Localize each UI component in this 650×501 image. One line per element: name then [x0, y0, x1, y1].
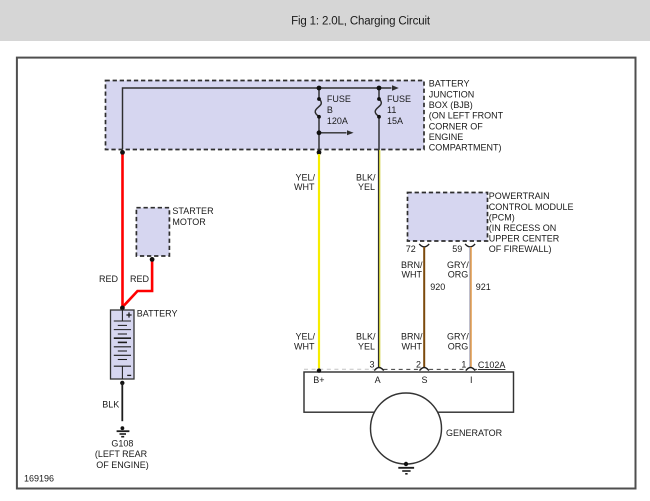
- svg-text:3: 3: [369, 360, 374, 370]
- svg-text:BRN/: BRN/: [401, 332, 423, 342]
- svg-text:YEL/: YEL/: [295, 332, 315, 342]
- svg-text:1: 1: [461, 360, 466, 370]
- svg-text:RED: RED: [130, 274, 150, 284]
- svg-text:GRY/: GRY/: [447, 260, 469, 270]
- svg-text:OF ENGINE): OF ENGINE): [96, 460, 149, 470]
- svg-text:FUSE: FUSE: [327, 94, 351, 104]
- svg-text:I: I: [470, 375, 473, 385]
- svg-text:WHT: WHT: [402, 269, 423, 279]
- svg-text:GENERATOR: GENERATOR: [446, 428, 503, 438]
- svg-text:STARTER: STARTER: [172, 206, 214, 216]
- svg-text:JUNCTION: JUNCTION: [429, 89, 475, 99]
- svg-text:2: 2: [416, 360, 421, 370]
- svg-text:(PCM): (PCM): [489, 212, 515, 222]
- svg-text:MOTOR: MOTOR: [172, 217, 206, 227]
- svg-text:YEL/: YEL/: [295, 172, 315, 182]
- svg-text:B+: B+: [313, 375, 324, 385]
- svg-text:OF FIREWALL): OF FIREWALL): [489, 244, 552, 254]
- svg-text:11: 11: [387, 105, 396, 115]
- svg-text:ORG: ORG: [448, 342, 469, 352]
- svg-text:169196: 169196: [24, 473, 54, 483]
- svg-text:BLK/: BLK/: [356, 332, 376, 342]
- svg-text:921: 921: [476, 282, 491, 292]
- svg-text:BATTERY: BATTERY: [137, 309, 178, 319]
- svg-text:BLK/: BLK/: [356, 172, 376, 182]
- svg-text:COMPARTMENT): COMPARTMENT): [429, 143, 502, 153]
- svg-text:72: 72: [406, 244, 416, 254]
- svg-text:WHT: WHT: [294, 182, 315, 192]
- svg-text:C102A: C102A: [478, 360, 506, 370]
- svg-text:59: 59: [452, 244, 462, 254]
- svg-text:FUSE: FUSE: [387, 94, 411, 104]
- svg-text:BRN/: BRN/: [401, 260, 423, 270]
- svg-text:WHT: WHT: [294, 342, 315, 352]
- svg-text:RED: RED: [99, 274, 119, 284]
- svg-text:920: 920: [430, 282, 445, 292]
- svg-text:CORNER OF: CORNER OF: [429, 121, 484, 131]
- svg-text:ENGINE: ENGINE: [429, 132, 464, 142]
- svg-text:GRY/: GRY/: [447, 332, 469, 342]
- svg-text:G108: G108: [111, 438, 133, 448]
- svg-text:120A: 120A: [327, 116, 348, 126]
- svg-text:(ON LEFT FRONT: (ON LEFT FRONT: [429, 111, 504, 121]
- svg-text:B: B: [327, 105, 333, 115]
- svg-text:CONTROL MODULE: CONTROL MODULE: [489, 202, 574, 212]
- svg-text:(IN RECESS ON: (IN RECESS ON: [489, 223, 557, 233]
- svg-text:BATTERY: BATTERY: [429, 79, 470, 89]
- svg-text:BOX (BJB): BOX (BJB): [429, 100, 473, 110]
- svg-text:WHT: WHT: [402, 342, 423, 352]
- svg-text:15A: 15A: [387, 116, 403, 126]
- svg-text:(LEFT REAR: (LEFT REAR: [95, 449, 148, 459]
- svg-text:BLK: BLK: [102, 400, 119, 410]
- svg-text:YEL: YEL: [358, 342, 375, 352]
- svg-text:A: A: [375, 375, 381, 385]
- svg-text:ORG: ORG: [448, 269, 469, 279]
- svg-text:POWERTRAIN: POWERTRAIN: [489, 191, 550, 201]
- svg-text:UPPER CENTER: UPPER CENTER: [489, 234, 560, 244]
- svg-text:Fig 1: 2.0L, Charging Circuit: Fig 1: 2.0L, Charging Circuit: [291, 16, 431, 28]
- svg-text:YEL: YEL: [358, 182, 375, 192]
- svg-text:S: S: [421, 375, 427, 385]
